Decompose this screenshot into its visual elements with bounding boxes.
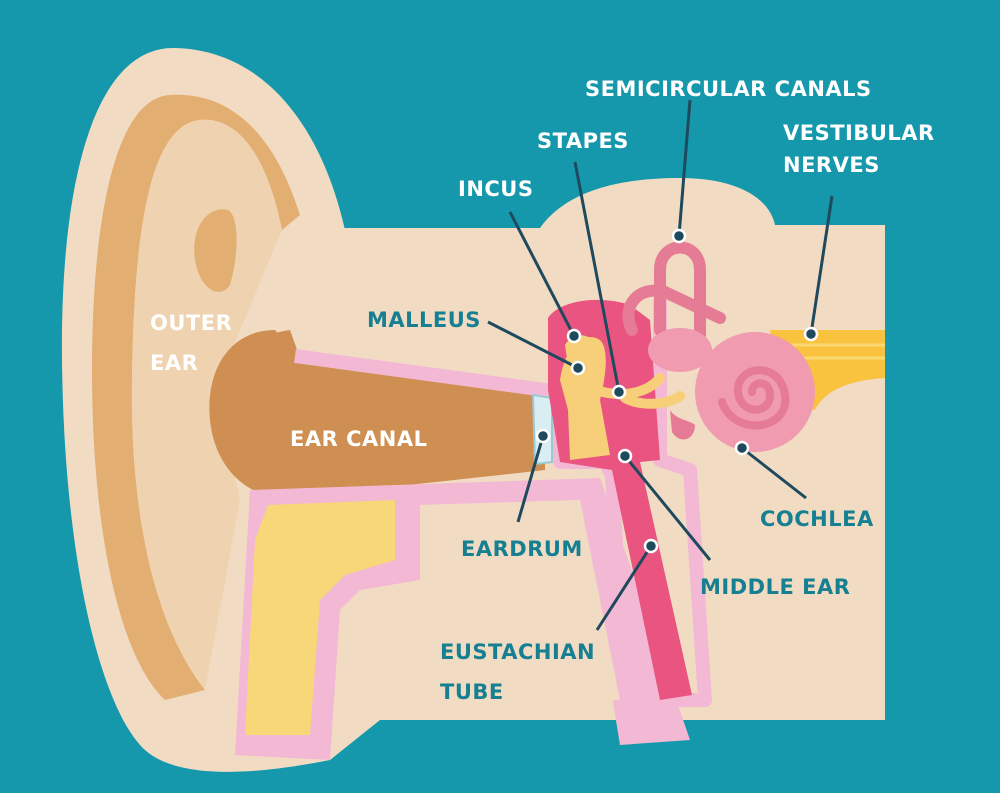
vestibule bbox=[648, 328, 712, 372]
dot-vestibular bbox=[803, 326, 819, 342]
leader-vestibular bbox=[809, 195, 834, 335]
dot-incus bbox=[566, 328, 582, 344]
label-outer-ear-line2: EAR bbox=[150, 351, 198, 375]
dot-malleus bbox=[570, 360, 586, 376]
label-vestibular-line2: NERVES bbox=[783, 153, 880, 177]
label-eardrum: EARDRUM bbox=[461, 537, 583, 561]
outer-ear-fold bbox=[92, 94, 300, 700]
label-malleus: MALLEUS bbox=[367, 308, 481, 332]
dot-stapes bbox=[611, 384, 627, 400]
leader-eardrum bbox=[516, 435, 545, 523]
label-semicircular-canals: SEMICIRCULAR CANALS bbox=[585, 77, 872, 101]
dot-middle-ear bbox=[617, 448, 633, 464]
leader-cochlea bbox=[741, 446, 807, 500]
label-eustachian-line1: EUSTACHIAN bbox=[440, 640, 595, 664]
skin-under-canal bbox=[380, 500, 620, 720]
leader-eustachian bbox=[595, 545, 653, 631]
label-outer-ear-line1: OUTER bbox=[150, 311, 232, 335]
outer-ear-hollow bbox=[194, 209, 237, 292]
label-stapes: STAPES bbox=[537, 129, 629, 153]
label-vestibular-line1: VESTIBULAR bbox=[783, 121, 935, 145]
outer-ear-inner bbox=[131, 119, 282, 690]
ear-canal-concha bbox=[215, 330, 300, 400]
label-ear-canal: EAR CANAL bbox=[290, 427, 427, 451]
stapes-bone bbox=[598, 373, 685, 409]
label-middle-ear: MIDDLE EAR bbox=[700, 575, 850, 599]
dot-eardrum bbox=[535, 428, 551, 444]
leader-semicircular bbox=[677, 99, 692, 237]
leader-middle-ear bbox=[623, 455, 712, 561]
dot-eustachian bbox=[643, 538, 659, 554]
vestibule-stem bbox=[670, 410, 695, 440]
cochlea-spiral bbox=[718, 366, 790, 430]
label-eustachian-line2: TUBE bbox=[440, 680, 504, 704]
cartilage bbox=[245, 500, 395, 735]
leader-malleus bbox=[487, 320, 579, 370]
label-incus: INCUS bbox=[458, 177, 533, 201]
semicircular-canals-shape bbox=[622, 241, 726, 351]
label-cochlea: COCHLEA bbox=[760, 507, 874, 531]
dot-cochlea bbox=[734, 440, 750, 456]
leader-incus bbox=[508, 211, 576, 337]
dot-semicircular bbox=[671, 228, 687, 244]
leader-stapes bbox=[573, 161, 621, 393]
ear-canal-shape bbox=[209, 330, 546, 499]
